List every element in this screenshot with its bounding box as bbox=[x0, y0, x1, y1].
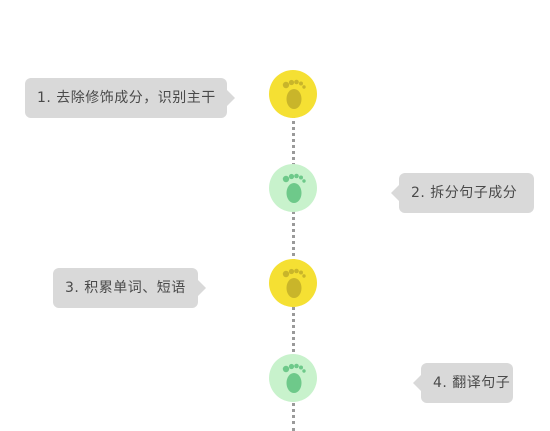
step-1-node bbox=[269, 70, 317, 118]
footprint-icon bbox=[278, 171, 308, 205]
step-2-label: 2. 拆分句子成分 bbox=[411, 185, 518, 201]
step-2-callout: 2. 拆分句子成分 bbox=[391, 173, 534, 213]
step-1-callout: 1. 去除修饰成分，识别主干 bbox=[25, 78, 235, 118]
step-4-label: 4. 翻译句子 bbox=[433, 375, 511, 391]
footprint-icon bbox=[278, 266, 308, 300]
step-4-node bbox=[269, 354, 317, 402]
step-4-callout: 4. 翻译句子 bbox=[413, 363, 513, 403]
footprint-icon bbox=[278, 361, 308, 395]
step-1-label: 1. 去除修饰成分，识别主干 bbox=[37, 90, 216, 106]
step-3-node bbox=[269, 259, 317, 307]
step-3-label: 3. 积累单词、短语 bbox=[65, 280, 186, 296]
step-3-callout: 3. 积累单词、短语 bbox=[53, 268, 206, 308]
footprint-icon bbox=[278, 77, 308, 111]
step-2-node bbox=[269, 164, 317, 212]
